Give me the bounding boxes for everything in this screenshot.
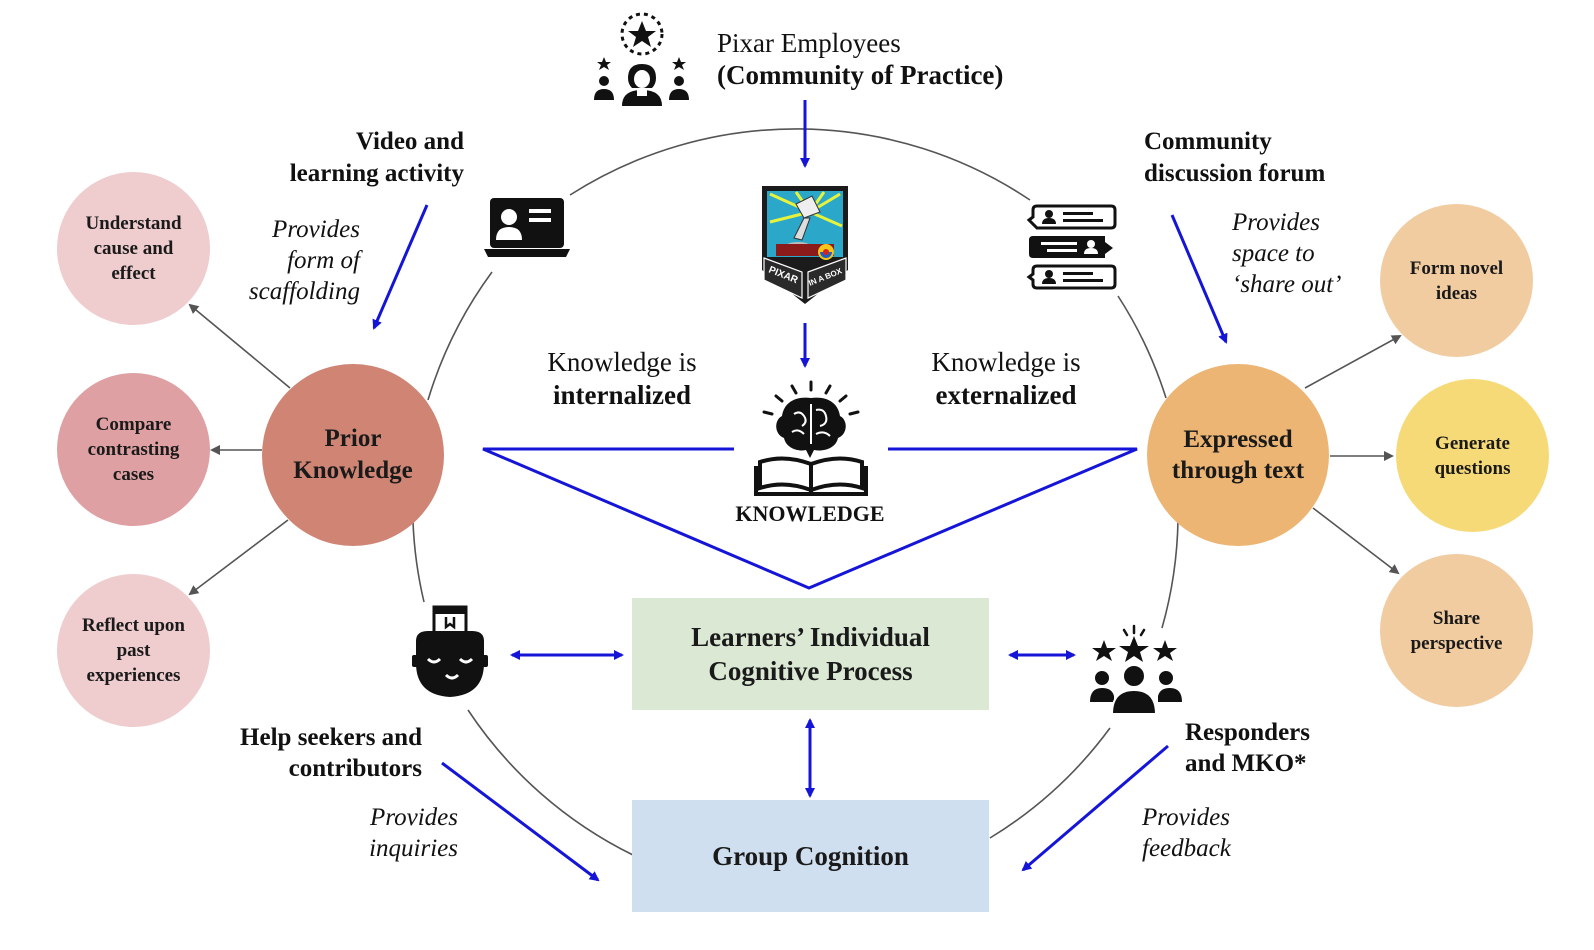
responders-title-line1: Responders xyxy=(1185,719,1311,746)
outcome-generate-line1: Generate xyxy=(1435,432,1510,454)
outcome-reflect-line2: past xyxy=(116,640,151,661)
outcome-share: Share perspective xyxy=(1380,554,1533,707)
scaffolding-note-line1: Provides xyxy=(272,216,360,243)
forum-title-line1: Community xyxy=(1144,128,1272,155)
arrow-to-form-novel xyxy=(1304,335,1402,389)
share-out-note-line2: space to xyxy=(1232,240,1315,267)
outcome-reflect-line3: experiences xyxy=(86,665,181,686)
outcome-understand-line1: Understand xyxy=(85,213,182,234)
knowledge-triangle xyxy=(482,447,1138,590)
brain-book-icon xyxy=(754,380,868,496)
arc-right-lower xyxy=(989,727,1111,839)
outcome-compare-line1: Compare xyxy=(95,414,172,435)
arc-left-lower xyxy=(467,709,634,856)
inquiries-note: Provides inquiries xyxy=(320,802,458,864)
cycle-arcs xyxy=(412,128,1179,856)
responders-title-line2: and MKO* xyxy=(1185,750,1307,777)
arc-right-upper xyxy=(1117,295,1167,399)
forum-title-line2: discussion forum xyxy=(1144,160,1326,187)
outcome-arrows xyxy=(188,303,1402,596)
externalized-label: Knowledge is externalized xyxy=(904,346,1108,412)
share-out-note: Provides space to ‘share out’ xyxy=(1232,207,1392,300)
prior-line2: Knowledge xyxy=(293,457,413,484)
outcome-understand-line3: effect xyxy=(111,263,156,284)
arc-left-upper xyxy=(427,271,493,401)
outcome-understand-line2: cause and xyxy=(93,238,174,259)
share-out-note-line1: Provides xyxy=(1232,209,1320,236)
pixar-in-a-box-logo: PIXAR IN A BOX xyxy=(762,186,848,304)
arc-right-mid xyxy=(1161,519,1179,629)
outcome-share-line1: Share xyxy=(1432,607,1481,629)
expressed-line2: through text xyxy=(1171,457,1305,484)
outcome-generate-line2: questions xyxy=(1434,457,1511,479)
outcome-compare-line3: cases xyxy=(112,464,155,485)
arrow-inquiries-to-group xyxy=(441,761,600,882)
outcome-form-novel: Form novel ideas xyxy=(1380,204,1533,357)
feedback-note: Provides feedback xyxy=(1142,802,1292,864)
expressed-line1: Expressed xyxy=(1183,426,1293,453)
outcome-compare-line2: contrasting xyxy=(87,439,180,460)
feedback-note-line1: Provides xyxy=(1142,804,1230,831)
prior-line1: Prior xyxy=(324,425,382,452)
outcome-form-novel-line1: Form novel xyxy=(1409,257,1504,279)
outcome-generate: Generate questions xyxy=(1396,379,1549,532)
outcome-share-line2: perspective xyxy=(1410,632,1503,654)
arrow-to-reflect xyxy=(188,519,289,596)
video-activity-title: Video and learning activity xyxy=(250,126,464,190)
inquiries-note-line1: Provides xyxy=(370,804,458,831)
arrow-to-understand xyxy=(188,303,291,389)
individual-line1: Learners’ Individual xyxy=(691,622,930,652)
arrow-to-share xyxy=(1312,507,1400,575)
externalized-line1: Knowledge is xyxy=(931,347,1081,377)
video-title-line1: Video and xyxy=(355,128,464,155)
scaffolding-note-line3: scaffolding xyxy=(248,278,360,305)
scaffolding-note-line2: form of xyxy=(287,247,360,274)
star-team-icon xyxy=(1090,624,1182,715)
outcome-form-novel-line2: ideas xyxy=(1435,282,1478,304)
internalized-label: Knowledge is internalized xyxy=(520,346,724,412)
laptop-profile-icon xyxy=(484,198,570,257)
video-title-line2: learning activity xyxy=(289,160,464,187)
outcome-understand: Understand cause and effect xyxy=(57,172,210,325)
arc-left-mid xyxy=(412,521,425,603)
group-cognition-box: Group Cognition xyxy=(632,800,989,912)
inquiries-note-line2: inquiries xyxy=(369,835,458,862)
forum-title: Community discussion forum xyxy=(1144,126,1374,190)
help-seekers-title: Help seekers and contributors xyxy=(200,722,422,784)
knowledge-label: KNOWLEDGE xyxy=(735,501,885,526)
prior-knowledge-node: Prior Knowledge xyxy=(262,364,444,546)
group-label: Group Cognition xyxy=(712,840,909,871)
help-title-line2: contributors xyxy=(288,755,422,782)
arrow-video-to-prior xyxy=(372,204,429,330)
community-label: Pixar Employees (Community of Practice) xyxy=(717,27,1003,92)
individual-cognitive-box: Learners’ Individual Cognitive Process xyxy=(632,598,989,710)
thinking-head-icon xyxy=(412,605,488,697)
outcome-reflect: Reflect upon past experiences xyxy=(57,574,210,727)
help-title-line1: Help seekers and xyxy=(240,724,422,751)
responders-title: Responders and MKO* xyxy=(1185,717,1365,779)
internalized-line1: Knowledge is xyxy=(547,347,697,377)
share-out-note-line3: ‘share out’ xyxy=(1232,271,1342,298)
community-label-line1: Pixar Employees xyxy=(717,28,901,58)
internalized-line2: internalized xyxy=(553,380,691,410)
arc-top xyxy=(569,128,1031,201)
arrow-forum-to-expressed xyxy=(1170,214,1228,344)
individual-line2: Cognitive Process xyxy=(708,656,913,686)
arrow-feedback-to-group xyxy=(1021,744,1169,872)
expressed-text-node: Expressed through text xyxy=(1147,364,1329,546)
outcome-compare: Compare contrasting cases xyxy=(57,373,210,526)
outcome-reflect-line1: Reflect upon xyxy=(82,615,185,636)
chat-bubbles-icon xyxy=(1026,204,1117,290)
externalized-line2: externalized xyxy=(935,380,1077,410)
flow-arrows xyxy=(372,100,1228,882)
scaffolding-note: Provides form of scaffolding xyxy=(200,214,360,307)
feedback-note-line2: feedback xyxy=(1142,835,1231,862)
community-label-line2: (Community of Practice) xyxy=(717,60,1004,91)
community-star-icon xyxy=(594,12,689,106)
